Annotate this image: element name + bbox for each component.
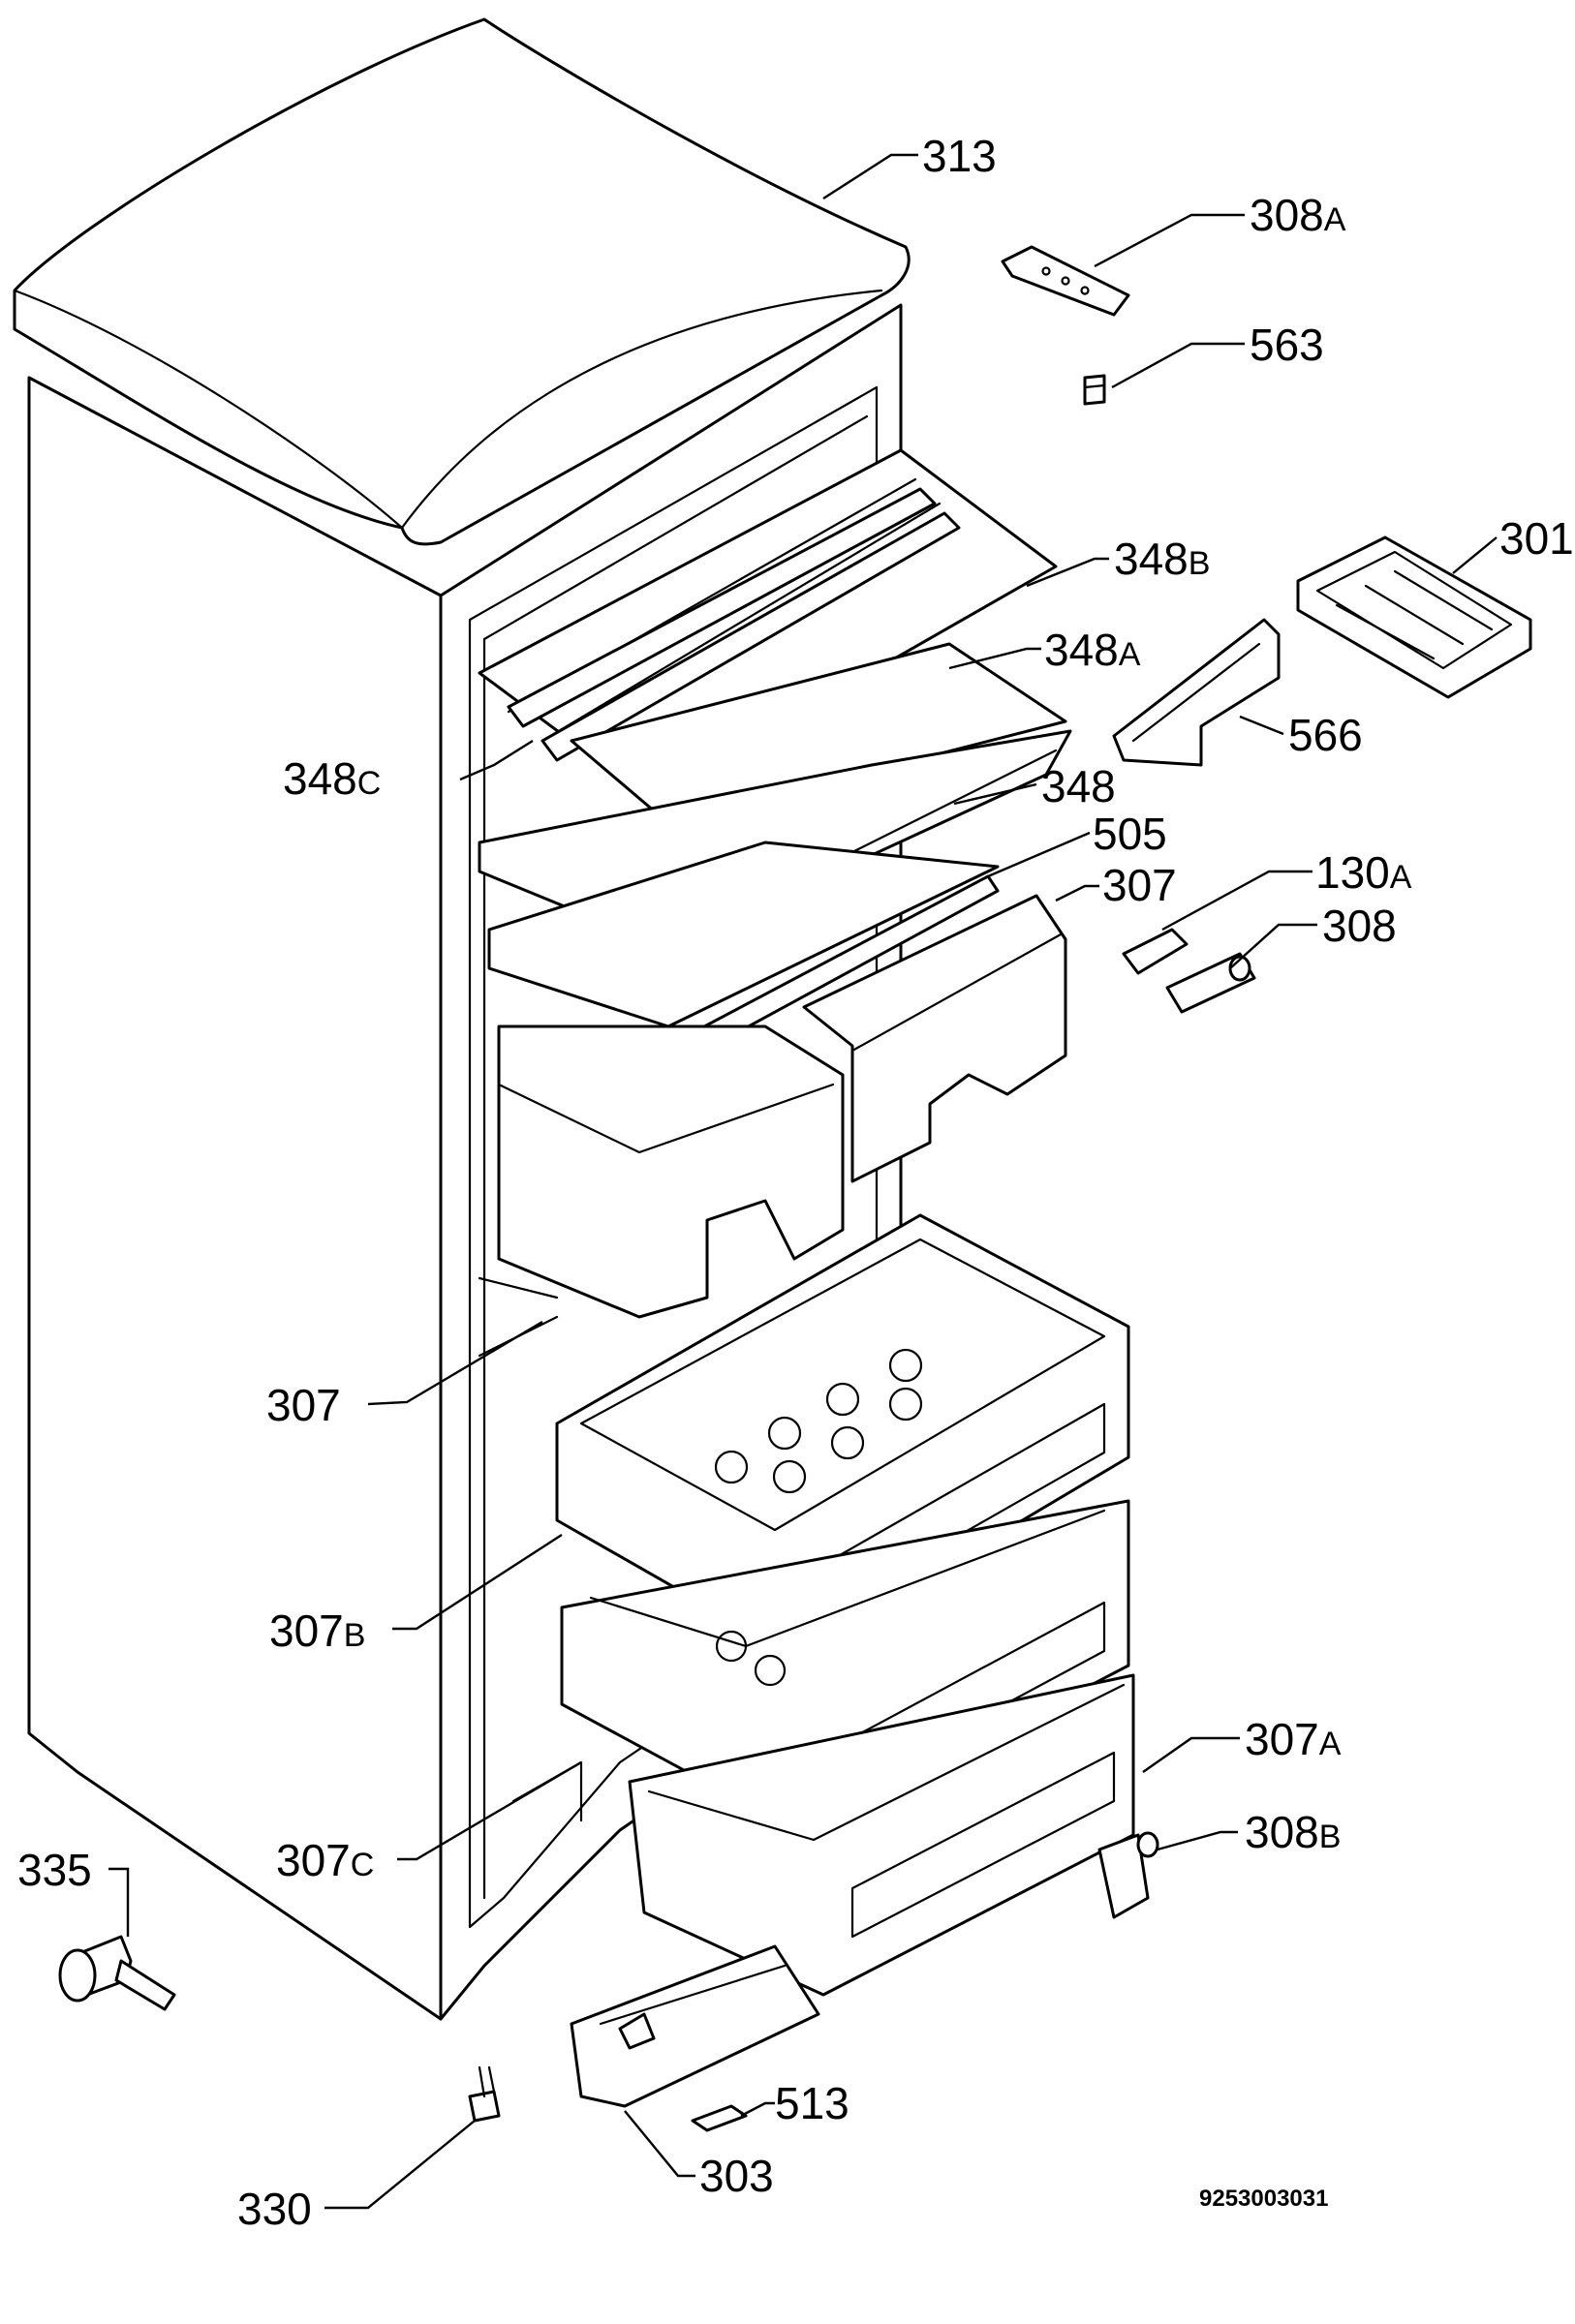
- top-cover: [13, 17, 911, 546]
- part-label-307b: 307B: [269, 1605, 365, 1656]
- hinge-308b: [1097, 1831, 1159, 1919]
- part-label-301: 301: [1499, 513, 1574, 564]
- part-label-307a: 307A: [1245, 1714, 1342, 1764]
- freezer-drawer-left: [497, 1024, 845, 1319]
- part-label-307c: 307C: [276, 1835, 374, 1885]
- glass-shelf-348a: [570, 642, 1067, 825]
- ice-scraper-566: [1112, 618, 1281, 767]
- part-label-307-lower: 307: [266, 1380, 341, 1430]
- part-label-348c: 348C: [283, 753, 381, 804]
- part-label-348: 348: [1041, 761, 1116, 811]
- hinge-335: [58, 1935, 176, 2011]
- part-label-513: 513: [775, 2078, 849, 2128]
- plinth-303: [570, 1944, 820, 2108]
- freezer-drawer-right: [802, 894, 1067, 1183]
- foot-330: [468, 2065, 501, 2123]
- part-label-505: 505: [1093, 809, 1167, 859]
- ice-cube-tray-301: [1296, 535, 1532, 699]
- diagram-code: 9253003031: [1199, 2186, 1328, 2212]
- part-label-563: 563: [1250, 320, 1324, 370]
- hinge-308: [1165, 952, 1256, 1014]
- part-label-308: 308: [1322, 901, 1397, 951]
- cover-130a: [1122, 928, 1189, 975]
- hinge-pin-563: [1083, 374, 1106, 406]
- part-label-566: 566: [1288, 710, 1363, 760]
- part-label-130a: 130A: [1315, 847, 1412, 898]
- part-label-330: 330: [237, 2184, 312, 2234]
- part-label-307-upper: 307: [1102, 860, 1177, 910]
- part-label-335: 335: [17, 1845, 92, 1895]
- part-label-313: 313: [922, 131, 997, 181]
- part-labels: 313 308A 563 301 348B 348A 348C 566 348 …: [17, 131, 1574, 2234]
- part-label-348a: 348A: [1044, 625, 1141, 675]
- crisper-drawer-307a: [628, 1673, 1135, 1997]
- crisper-drawer-307b: [555, 1213, 1130, 1658]
- leader-lines: [108, 153, 1498, 2210]
- part-label-308b: 308B: [1245, 1807, 1341, 1857]
- clip-513: [691, 2104, 748, 2132]
- hinge-308a: [1001, 245, 1130, 317]
- part-label-303: 303: [699, 2151, 774, 2201]
- glass-shelf-lower: [487, 841, 1000, 1028]
- part-label-348b: 348B: [1114, 534, 1210, 584]
- part-label-308a: 308A: [1250, 190, 1346, 240]
